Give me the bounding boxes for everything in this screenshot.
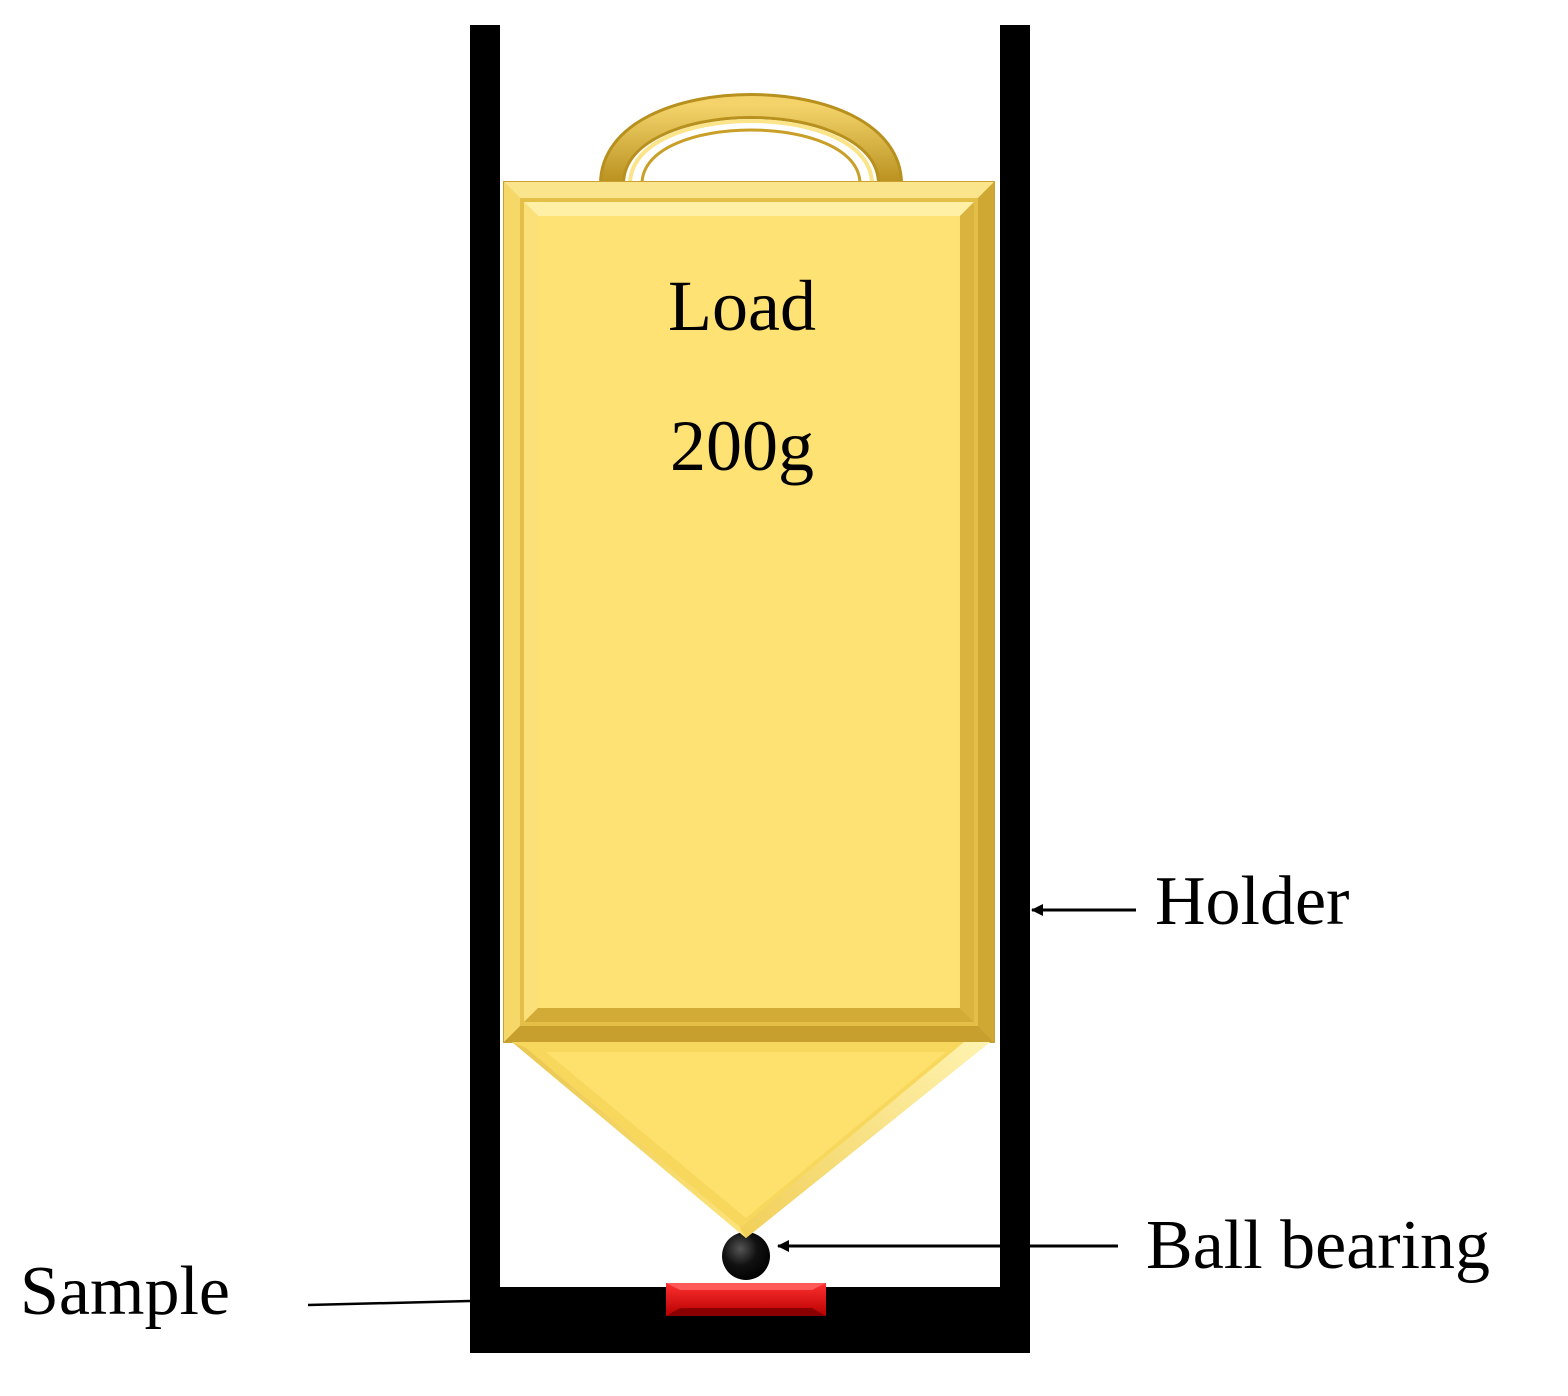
ball-bearing: [722, 1232, 770, 1280]
weight-tip: [512, 1042, 990, 1238]
sample: [666, 1283, 826, 1316]
sample-pointer-line: [307, 1299, 471, 1307]
holder-label: Holder: [1155, 863, 1349, 940]
holder: [470, 25, 1030, 1353]
weight-ring: [599, 93, 903, 186]
holder-right-wall: [1000, 25, 1030, 1353]
weight-body: [503, 181, 995, 1043]
sample-label: Sample: [20, 1253, 230, 1330]
ball-bearing-label: Ball bearing: [1146, 1207, 1490, 1284]
load-mass-label: 200g: [670, 406, 814, 486]
load-label: Load: [668, 266, 816, 346]
holder-left-wall: [470, 25, 500, 1353]
